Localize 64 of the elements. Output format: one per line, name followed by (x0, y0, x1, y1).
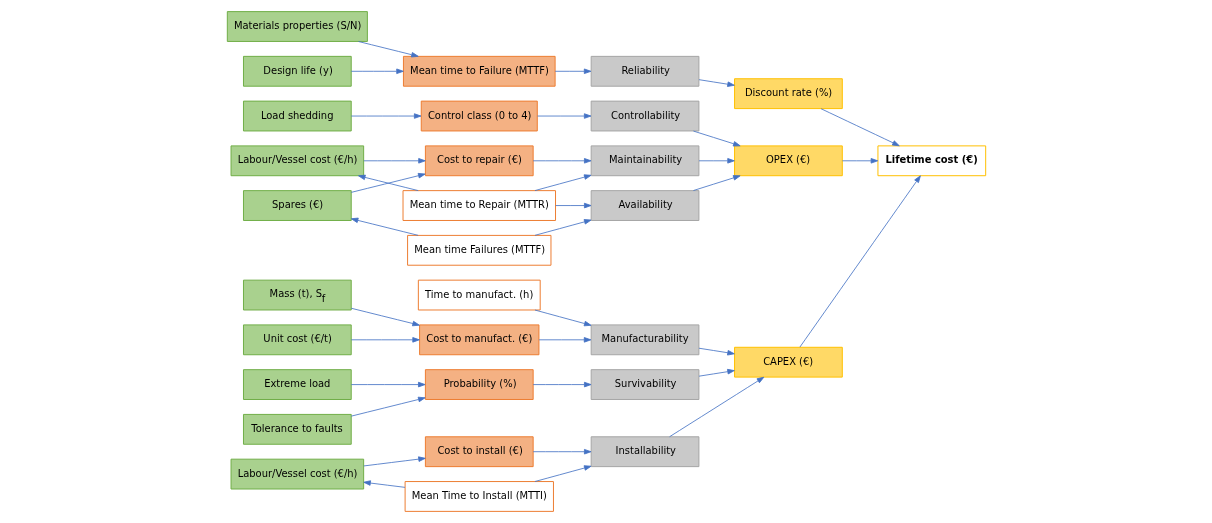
node-box: Manufacturability (590, 324, 699, 356)
arrow (350, 396, 425, 417)
arrow (362, 480, 405, 488)
node-box: Discount rate (%) (733, 78, 843, 110)
arrow (534, 174, 591, 191)
arrow (357, 41, 419, 58)
arrow (534, 219, 591, 236)
arrow (532, 158, 591, 164)
node-box: Mean time to Repair (MTTR) (402, 190, 556, 221)
arrow (532, 381, 591, 388)
arrow (554, 202, 591, 209)
arrow (534, 465, 591, 482)
node-box: Design life (y) (242, 55, 352, 87)
node-box: Lifetime cost (€) (876, 145, 986, 177)
arrow (668, 376, 764, 438)
arrow (357, 174, 419, 191)
arrow (350, 307, 420, 327)
node-box: Mean time to Failure (MTTF) (402, 55, 556, 87)
node-box: Time to manufact. (h) (417, 279, 541, 311)
node-box: Installability (590, 436, 699, 468)
node-box: Availability (590, 190, 699, 221)
arrow (350, 172, 425, 193)
node-box: Cost to repair (€) (424, 145, 534, 177)
node-box: Reliability (590, 55, 699, 87)
arrow (698, 347, 735, 356)
arrow (554, 68, 591, 75)
arrow (692, 175, 741, 191)
node-box: Tolerance to faults (242, 413, 352, 445)
arrow (350, 337, 420, 343)
node-box: Control class (0 to 4) (420, 100, 538, 132)
node-box: Materials properties (S/N) (226, 11, 368, 42)
arrow (698, 368, 735, 377)
node-box: Extreme load (242, 369, 352, 400)
node-box: Survivability (590, 369, 699, 400)
arrow (532, 448, 591, 455)
node-box: Spares (€) (242, 190, 352, 221)
arrow (350, 113, 421, 119)
arrow (698, 158, 735, 164)
arrow (692, 130, 741, 147)
node-box: CAPEX (€) (733, 346, 843, 378)
arrow (350, 68, 404, 75)
node-box: Cost to manufact. (€) (418, 324, 539, 356)
node-box: Mean time Failures (MTTF) (406, 234, 551, 266)
node-box: Maintainability (590, 145, 699, 177)
node-box: Mean Time to Install (MTTI) (404, 481, 554, 512)
node-box: OPEX (€) (733, 145, 843, 177)
node-box: Load shedding (242, 100, 352, 132)
arrow (698, 79, 735, 87)
node-box: Controllability (590, 100, 699, 132)
arrow (799, 175, 921, 348)
node-box: Probability (%) (424, 369, 534, 400)
node-box: Labour/Vessel cost (€/h) (230, 458, 364, 490)
arrow (362, 456, 426, 467)
node-box: Unit cost (€/t) (242, 324, 352, 356)
arrow (538, 337, 591, 343)
arrow (534, 309, 591, 327)
arrow (350, 217, 419, 236)
arrow (841, 158, 878, 164)
node-box: Labour/Vessel cost (€/h) (230, 145, 364, 177)
arrow (350, 381, 425, 388)
arrow (820, 108, 900, 147)
arrow (362, 158, 426, 164)
arrow (536, 113, 591, 119)
node-box: Cost to install (€) (424, 436, 534, 468)
